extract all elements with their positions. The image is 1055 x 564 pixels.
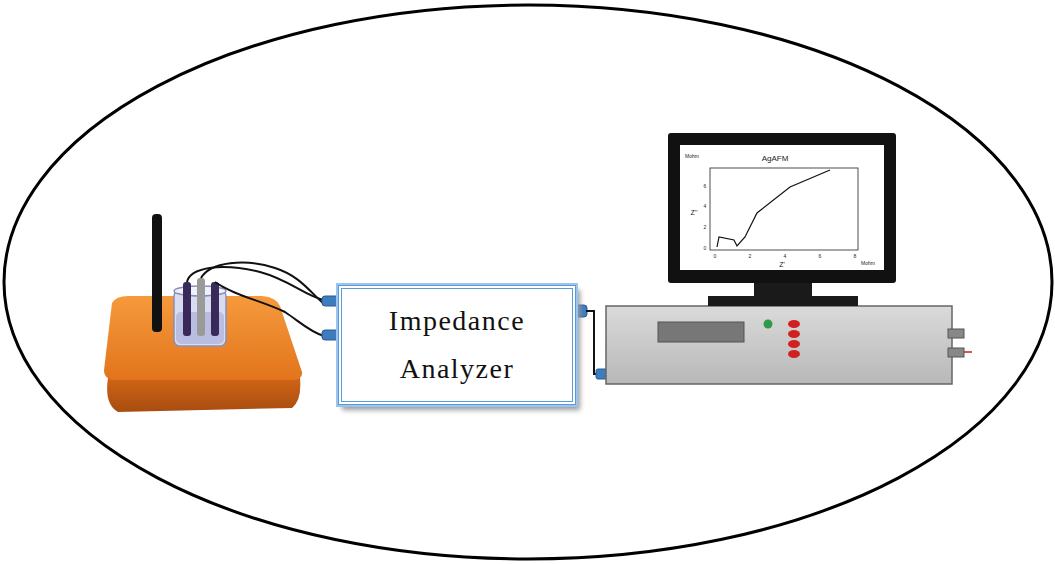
tick-label: 4 — [704, 204, 707, 209]
monitor — [668, 133, 896, 306]
nyquist-plot — [710, 168, 858, 250]
tick-label: 8 — [854, 254, 857, 259]
axis-label: Z'' — [691, 209, 698, 216]
plot-title: AgAFM — [762, 155, 789, 163]
axis-unit: Mohm — [861, 261, 875, 266]
computer-unit — [606, 306, 972, 384]
outer-ellipse — [4, 5, 1052, 559]
tick-label: 6 — [819, 254, 822, 259]
tick-label: 2 — [704, 225, 707, 230]
axis-label: Z' — [779, 261, 785, 268]
electrochemical-cell — [174, 278, 226, 346]
data-cable — [586, 311, 600, 374]
tick-label: 0 — [704, 246, 707, 251]
tick-label: 2 — [749, 254, 752, 259]
axis-unit: Mohm — [685, 154, 699, 159]
cell-wires — [187, 263, 324, 336]
tick-label: 6 — [704, 184, 707, 189]
tick-label: 4 — [784, 254, 787, 259]
analyzer-box: Impedance Analyzer — [338, 285, 576, 405]
box-label: Impedance Analyzer — [367, 297, 547, 393]
tick-label: 0 — [714, 254, 717, 259]
stand-rod — [152, 214, 162, 332]
